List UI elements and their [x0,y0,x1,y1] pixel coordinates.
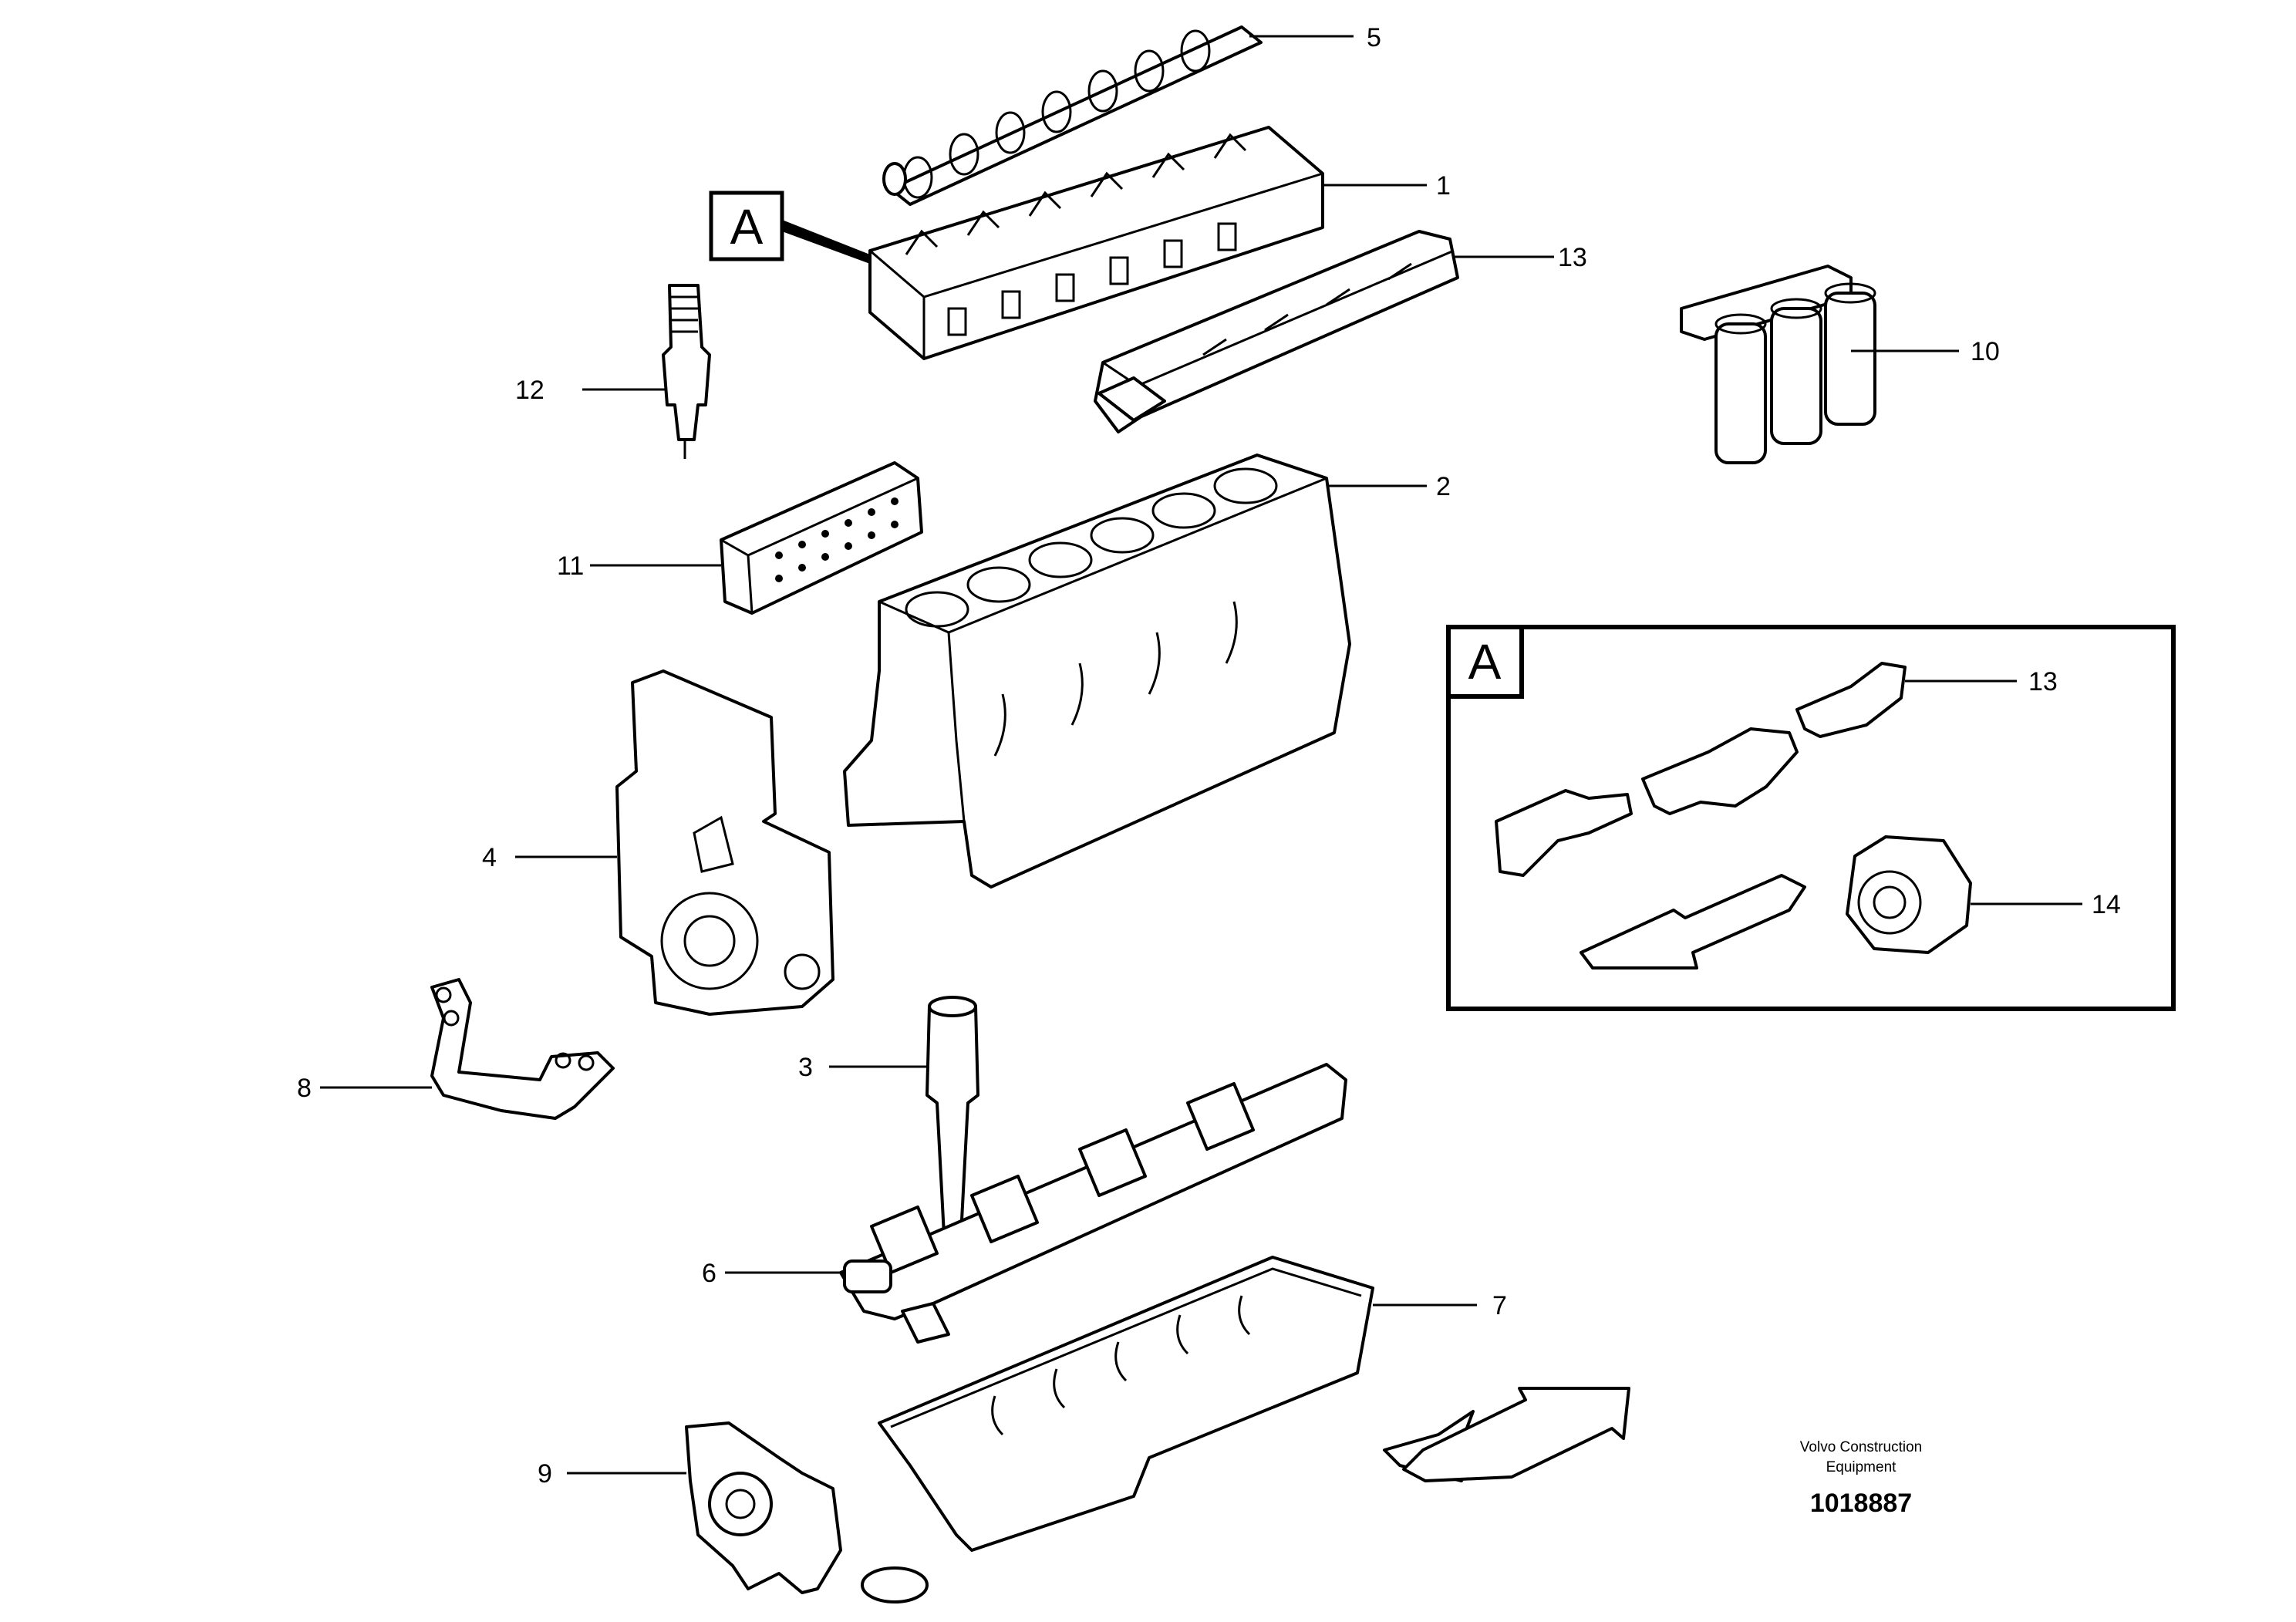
oil-cooler-part [720,461,923,615]
detail-callout-14: 14 [2092,890,2121,919]
callout-12: 12 [515,376,544,405]
callout-6: 6 [702,1259,716,1288]
callout-13: 13 [1558,243,1587,272]
document-number: 1018887 [1810,1489,1912,1518]
timing-gear-cover-part [615,669,834,1016]
cylinder-head-part [868,126,1324,360]
detail-manifold-sections [1495,662,1907,877]
callout-leaders [320,35,1959,1475]
brand-line-2: Equipment [1826,1459,1897,1475]
callout-11: 11 [557,551,584,581]
footer-brand-block: Volvo Construction Equipment 1018887 [1800,1439,1922,1518]
detail-callout-13: 13 [2028,667,2058,696]
callout-7: 7 [1492,1291,1507,1320]
detail-reference-marker: A [709,191,870,264]
detail-turbocharger [1846,835,1972,954]
callout-10: 10 [1971,337,2000,366]
detail-reference-label: A [730,199,764,255]
bracket-part [430,978,615,1120]
exhaust-manifold-part [1094,230,1459,433]
detail-box-label: A [1468,634,1502,690]
cylinder-liner-part [925,996,979,1251]
callout-2: 2 [1436,472,1451,501]
engine-block-part [843,454,1351,889]
detail-box-a: A 13 14 [1446,625,2176,1011]
oil-pump-part [685,1421,929,1603]
callout-8: 8 [297,1074,312,1103]
oil-filter-assembly-part [1680,265,1876,464]
callout-3: 3 [798,1053,813,1082]
brand-line-1: Volvo Construction [1800,1439,1922,1455]
oil-sump-part [878,1256,1374,1552]
callout-4: 4 [482,843,497,872]
front-direction-arrow-outline [1402,1387,1630,1482]
crankshaft-part [839,1063,1347,1344]
callout-1: 1 [1436,171,1451,201]
detail-direction-arrow [1580,874,1806,969]
injector-part [662,284,711,459]
camshaft-part [882,25,1263,206]
callout-5: 5 [1367,23,1381,52]
callout-9: 9 [538,1459,552,1489]
